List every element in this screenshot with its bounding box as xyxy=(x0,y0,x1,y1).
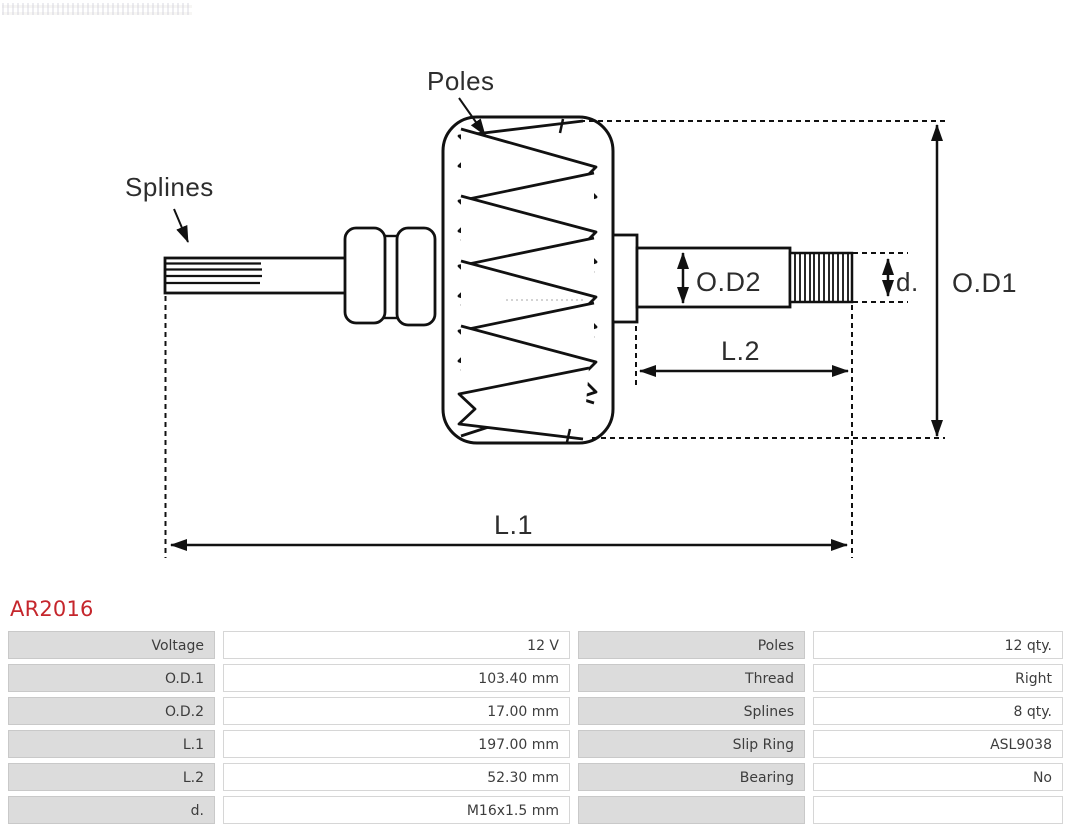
spec-value-left: 17.00 mm xyxy=(223,697,570,725)
spec-value-right: Right xyxy=(813,664,1063,692)
spec-label-left: d. xyxy=(8,796,215,824)
spline-shaft xyxy=(163,256,357,295)
l1-label: L.1 xyxy=(494,510,533,540)
shaft-collars xyxy=(343,226,437,327)
spec-label-right: Poles xyxy=(578,631,805,659)
splines-callout-arrow xyxy=(173,208,189,243)
spec-label-left: O.D.2 xyxy=(8,697,215,725)
od2-label: O.D2 xyxy=(696,267,761,297)
dimension-arrows xyxy=(170,124,943,551)
rotor-technical-drawing: Poles Splines O.D2 d. O.D1 L.2 L.1 xyxy=(125,66,1017,558)
callout-arrows xyxy=(173,97,486,243)
od1-label: O.D1 xyxy=(952,268,1017,298)
poles-callout-arrow xyxy=(458,97,486,136)
watermark xyxy=(2,3,192,15)
spec-value-left: M16x1.5 mm xyxy=(223,796,570,824)
spec-value-left: 103.40 mm xyxy=(223,664,570,692)
spec-label-right: Slip Ring xyxy=(578,730,805,758)
spec-value-right: ASL9038 xyxy=(813,730,1063,758)
spec-label-right: Thread xyxy=(578,664,805,692)
part-number: AR2016 xyxy=(10,597,94,621)
spec-label-left: Voltage xyxy=(8,631,215,659)
poles-label: Poles xyxy=(427,66,495,96)
spec-label-left: L.1 xyxy=(8,730,215,758)
extension-lines xyxy=(164,120,945,558)
spec-value-right: No xyxy=(813,763,1063,791)
spec-label-right: Splines xyxy=(578,697,805,725)
d-label: d. xyxy=(896,267,919,297)
spec-label-left: O.D.1 xyxy=(8,664,215,692)
l2-label: L.2 xyxy=(721,336,760,366)
spec-label-right xyxy=(578,796,805,824)
spec-value-left: 197.00 mm xyxy=(223,730,570,758)
spec-label-left: L.2 xyxy=(8,763,215,791)
rear-shaft xyxy=(611,233,854,324)
spec-value-right xyxy=(813,796,1063,824)
spec-table: Voltage 12 V Poles 12 qty. O.D.1 103.40 … xyxy=(8,631,1063,824)
spec-value-left: 52.30 mm xyxy=(223,763,570,791)
spec-value-right: 8 qty. xyxy=(813,697,1063,725)
claw-poles xyxy=(457,119,598,441)
spec-value-right: 12 qty. xyxy=(813,631,1063,659)
spec-label-right: Bearing xyxy=(578,763,805,791)
splines-label: Splines xyxy=(125,172,214,202)
spec-value-left: 12 V xyxy=(223,631,570,659)
pole-pack xyxy=(441,115,615,445)
rotor-diagram-svg: Poles Splines O.D2 d. O.D1 L.2 L.1 xyxy=(125,66,1017,558)
